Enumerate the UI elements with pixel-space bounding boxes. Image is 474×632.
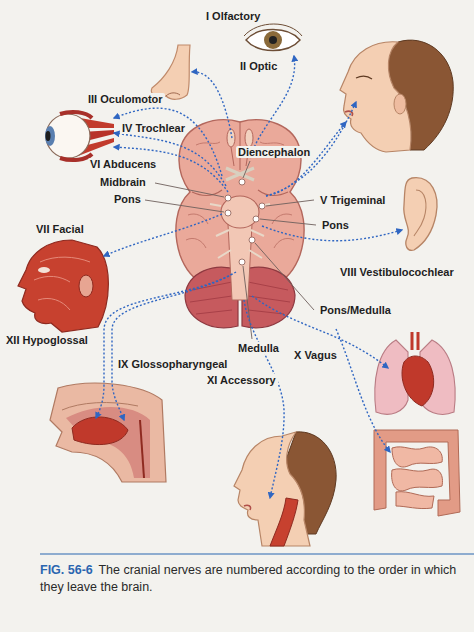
head-figure [340, 42, 411, 152]
leader-line [243, 266, 252, 339]
structure-label: V Trigeminal [318, 194, 387, 206]
nose-figure [151, 45, 190, 99]
mouth-throat-section [72, 417, 128, 445]
structure-label: X Vagus [292, 349, 339, 361]
heart-lungs [402, 356, 434, 406]
brain-inferior-view [226, 168, 254, 180]
structure-label: Midbrain [98, 176, 148, 188]
brain-inferior-view [185, 267, 238, 327]
face-muscles [18, 240, 108, 332]
nerve-path [266, 122, 346, 196]
heart-lungs [412, 332, 418, 350]
intestines [374, 430, 460, 516]
caption-text: The cranial nerves are numbered accordin… [40, 563, 456, 594]
brain-inferior-view [176, 120, 304, 285]
structure-label: IV Trochlear [120, 122, 187, 134]
nerve-path [104, 214, 222, 256]
structure-marker [239, 259, 245, 265]
intestines [392, 447, 442, 467]
mouth-throat-section [50, 383, 166, 482]
brain-inferior-view [242, 267, 295, 327]
structure-marker [239, 179, 245, 185]
leader-line [255, 243, 314, 310]
leader-line [243, 161, 250, 178]
leader-line [260, 219, 316, 225]
intestines [396, 492, 434, 509]
intestines [392, 469, 443, 491]
brain-inferior-view [221, 196, 259, 228]
eyeball-muscles [46, 131, 51, 141]
eye-figure [244, 24, 302, 36]
leader-line [145, 200, 224, 212]
ear-figure [404, 178, 437, 251]
nerve-path [96, 274, 232, 418]
face-muscles [79, 275, 93, 297]
ear-figure [414, 190, 426, 236]
brain-inferior-view [227, 129, 235, 147]
mouth-throat-section [66, 407, 150, 478]
mouth-throat-section [140, 420, 144, 478]
eye-figure [244, 24, 302, 51]
structure-marker [225, 210, 231, 216]
eyeball-muscles [60, 112, 92, 118]
nerve-path [244, 300, 284, 498]
neck-figure [234, 432, 336, 546]
structure-label: Medulla [236, 342, 281, 354]
structure-marker [249, 237, 255, 243]
eyeball-muscles [45, 112, 114, 160]
face-muscles [18, 240, 108, 332]
leader-line [266, 200, 314, 206]
nerve-path [112, 272, 236, 420]
figure-number: FIG. 56-6 [40, 563, 93, 577]
face-muscles [38, 298, 70, 310]
structure-label: Diencephalon [236, 146, 312, 158]
ear-figure [404, 178, 437, 251]
eye-figure [264, 31, 282, 49]
nerve-path [192, 72, 232, 138]
brain-inferior-view [228, 224, 252, 300]
structure-label: XI Accessory [205, 374, 278, 386]
structure-label: II Optic [238, 60, 279, 72]
structure-marker [225, 179, 265, 265]
structure-label: IX Glossopharyngeal [116, 358, 229, 370]
structure-label: I Olfactory [204, 10, 262, 22]
structure-label: VII Facial [34, 223, 86, 235]
face-muscles [38, 267, 50, 273]
leader-line [155, 183, 224, 197]
nose-figure [166, 93, 180, 96]
face-muscles [34, 276, 70, 282]
nerve-path [336, 329, 390, 452]
structure-label: Pons [320, 219, 351, 231]
structure-marker [225, 195, 231, 201]
structure-label: III Oculomotor [86, 93, 165, 105]
structure-label: Pons [112, 193, 143, 205]
structure-marker [259, 203, 265, 209]
head-figure [340, 40, 453, 152]
caption-rule [40, 553, 474, 554]
neck-figure [244, 505, 251, 510]
head-figure [345, 111, 353, 116]
intestines [374, 430, 460, 516]
figure-caption: FIG. 56-6The cranial nerves are numbered… [40, 562, 460, 596]
structure-label: Pons/Medulla [318, 304, 393, 316]
neck-figure [270, 498, 298, 546]
structure-label: VIII Vestibulocochlear [338, 266, 456, 278]
eye-figure [269, 36, 277, 44]
eyeball-muscles [46, 114, 90, 158]
face-muscles [40, 257, 90, 262]
mouth-throat-section [50, 383, 166, 482]
structure-marker [253, 216, 259, 222]
heart-lungs [375, 332, 455, 414]
leader-line [145, 161, 316, 339]
structure-label: VI Abducens [88, 158, 158, 170]
structure-label: XII Hypoglossal [4, 334, 90, 346]
head-figure [394, 94, 406, 114]
eyeball-muscles [45, 126, 55, 146]
nose-figure [151, 45, 190, 99]
brain-inferior-view [245, 129, 253, 147]
eye-figure [246, 30, 300, 51]
head-figure [356, 76, 372, 79]
